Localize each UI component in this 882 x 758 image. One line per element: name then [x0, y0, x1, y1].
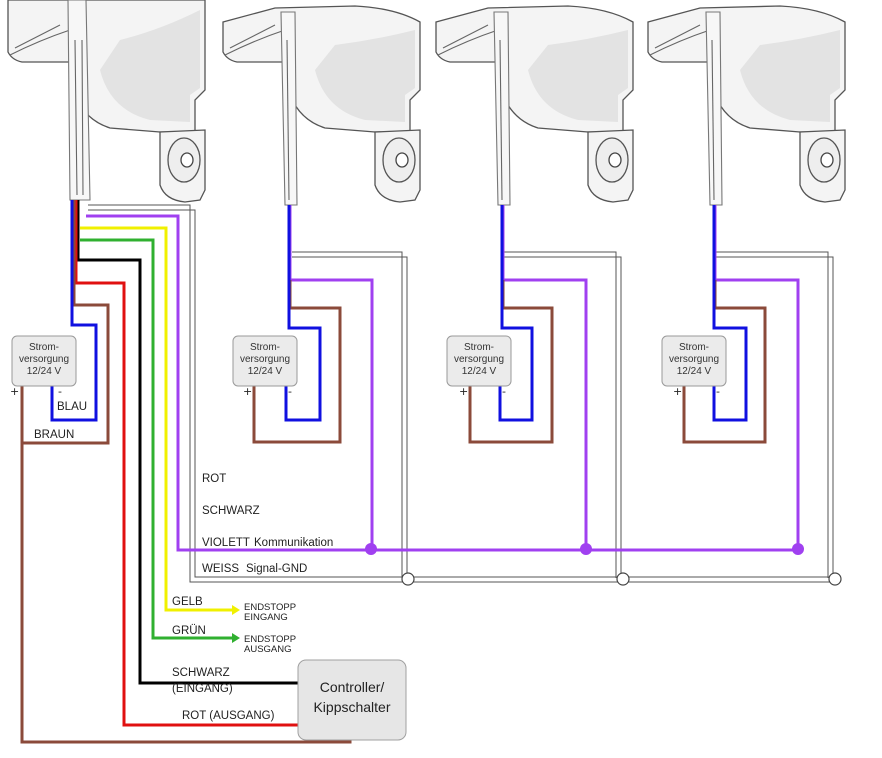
label-blau: BLAU: [57, 401, 87, 413]
brown-wire-1b: [20, 385, 352, 744]
brown-wire-1: [22, 200, 110, 445]
label-braun: BRAUN: [34, 429, 74, 441]
psu-1-minus: -: [58, 385, 62, 398]
motor-4: [647, 5, 846, 206]
psu-2-line1: Strom-: [250, 342, 280, 353]
green-arrowhead: [232, 633, 240, 643]
psu-4-line3: 12/24 V: [677, 366, 712, 377]
label-schwarz-eingang-2: (EINGANG): [172, 683, 233, 695]
white-junction-1: [401, 572, 415, 586]
blue-wire-4: [712, 205, 748, 422]
white-wire-3: [504, 251, 622, 578]
violet-wire-1: [86, 214, 370, 552]
psu-1-line1: Strom-: [29, 342, 59, 353]
label-kommunikation: Kommunikation: [254, 537, 333, 549]
power-supply-4: Strom- versorgung 12/24 V + -: [661, 335, 727, 398]
green-wire: [80, 238, 232, 640]
motor-2: [222, 5, 421, 206]
blue-wire-1: [50, 200, 98, 422]
power-supply-2: Strom- versorgung 12/24 V + -: [232, 335, 298, 398]
psu-3-line1: Strom-: [464, 342, 494, 353]
label-rot: ROT: [202, 473, 226, 485]
label-gelb: GELB: [172, 596, 203, 608]
motor-3: [435, 5, 634, 206]
label-schwarz-eingang-1: SCHWARZ: [172, 667, 230, 679]
white-junction-2: [616, 572, 630, 586]
power-supply-1: Strom- versorgung 12/24 V + -: [10, 335, 77, 398]
psu-3-line2: versorgung: [454, 354, 504, 365]
psu-4-line2: versorgung: [669, 354, 719, 365]
black-wire: [76, 200, 300, 685]
label-endstopp-ausgang-2: AUSGANG: [244, 644, 292, 655]
yellow-arrowhead: [232, 605, 240, 615]
label-gruen: GRÜN: [172, 625, 206, 637]
psu-2-line3: 12/24 V: [248, 366, 283, 377]
controller-line1: Controller/: [320, 679, 385, 695]
label-endstopp-ausgang-1: ENDSTOPP: [244, 634, 296, 645]
violet-wire-4: [713, 205, 800, 548]
label-signal-gnd: Signal-GND: [246, 563, 307, 575]
label-rot-ausgang: ROT (AUSGANG): [182, 710, 275, 722]
psu-4-line1: Strom-: [679, 342, 709, 353]
psu-3-minus: -: [502, 385, 506, 398]
psu-2-line2: versorgung: [240, 354, 290, 365]
controller-line2: Kippschalter: [313, 699, 390, 715]
controller-box: Controller/ Kippschalter: [297, 659, 407, 741]
white-junction-3: [828, 572, 842, 586]
yellow-wire: [80, 226, 232, 612]
label-schwarz: SCHWARZ: [202, 505, 260, 517]
white-wire-4: [716, 251, 834, 578]
psu-2-minus: -: [288, 385, 292, 398]
red-wire: [74, 200, 300, 727]
motor-1: [7, 0, 206, 203]
label-violett: VIOLETT: [202, 537, 250, 549]
blue-wire-3: [498, 205, 534, 422]
label-endstopp-eingang-1: ENDSTOPP: [244, 602, 296, 613]
violet-junction-1: [365, 543, 377, 555]
white-wire-1: [88, 204, 402, 583]
blue-wire-2: [284, 205, 322, 422]
psu-1-line3: 12/24 V: [27, 366, 62, 377]
violet-junction-2: [580, 543, 592, 555]
label-endstopp-eingang-2: EINGANG: [244, 612, 288, 623]
psu-4-minus: -: [716, 385, 720, 398]
label-weiss: WEISS: [202, 563, 239, 575]
psu-2-plus: +: [243, 385, 252, 398]
power-supply-3: Strom- versorgung 12/24 V + -: [446, 335, 512, 398]
white-wire-2: [292, 251, 408, 578]
violet-junction-3: [792, 543, 804, 555]
psu-3-line3: 12/24 V: [462, 366, 497, 377]
psu-1-line2: versorgung: [19, 354, 69, 365]
psu-1-plus: +: [10, 385, 19, 398]
psu-4-plus: +: [673, 385, 682, 398]
psu-3-plus: +: [459, 385, 468, 398]
violet-wire-3: [501, 205, 588, 548]
